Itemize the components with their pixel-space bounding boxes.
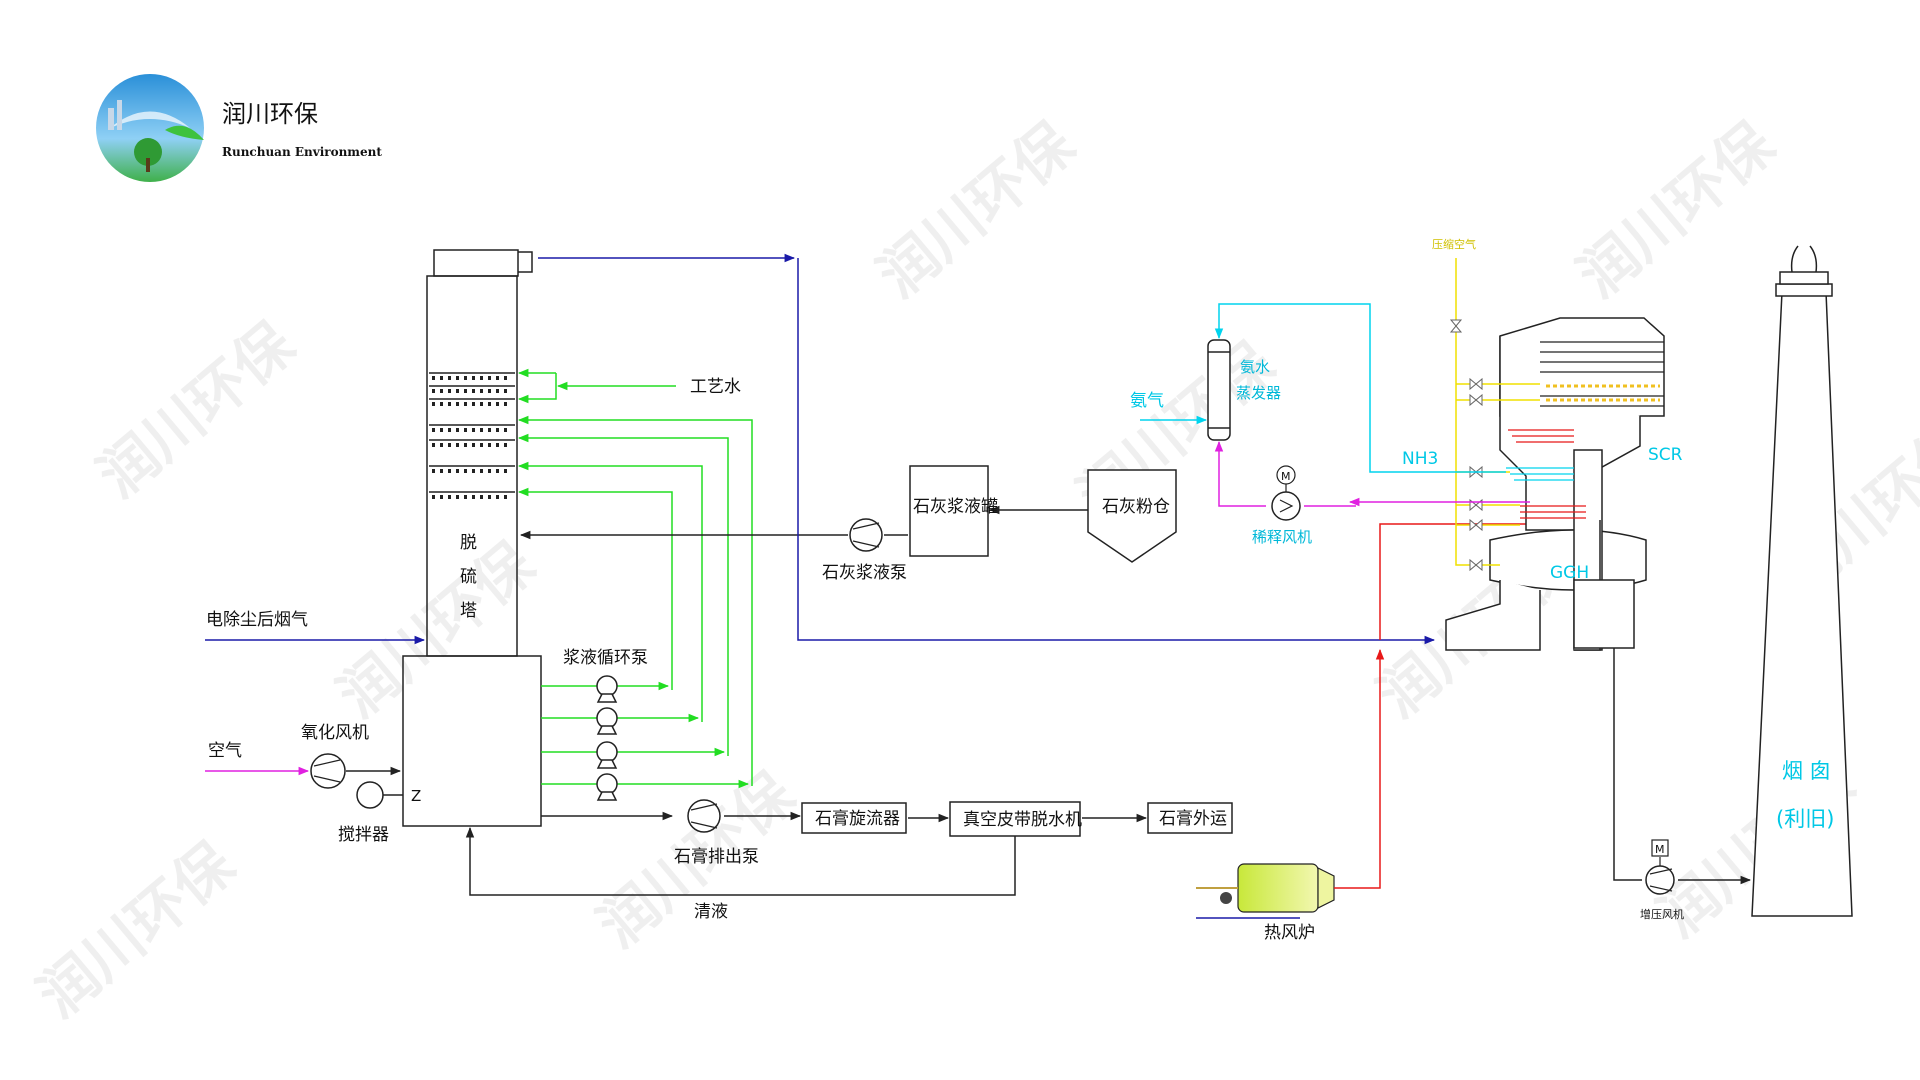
brand-logo: 润川环保 Runchuan Environment [96, 74, 382, 182]
chimney [1751, 245, 1853, 917]
svg-text:润川环保: 润川环保 [865, 109, 1087, 311]
oxidation-fan-label: 氧化风机 [301, 723, 369, 743]
ggh-label: GGH [1550, 563, 1589, 583]
clean-gas-line [538, 253, 1436, 645]
slurry-pump-1-icon [596, 675, 618, 697]
oxidation-fan-icon [310, 753, 346, 789]
hot-air-furnace [1196, 523, 1548, 919]
gypsum-out-box [1147, 802, 1233, 834]
booster-fan [1613, 648, 1752, 885]
logo-globe-icon [96, 74, 204, 182]
catalyst-bands [1546, 384, 1660, 402]
scr-label: SCR [1648, 445, 1683, 465]
scr-reactor [1445, 317, 1665, 651]
tower-label-3: 塔 [460, 601, 477, 621]
lime-slurry-pump-label: 石灰浆液泵 [822, 563, 907, 583]
chimney-label-1: 烟 囱 [1782, 759, 1831, 783]
gypsum-pump-icon [687, 799, 721, 833]
flue-gas-label: 电除尘后烟气 [206, 610, 308, 630]
slurry-pump-3-icon [596, 741, 618, 763]
desulfurization-tower [402, 249, 542, 827]
gypsum-cyclone-box [801, 802, 907, 834]
valves [1449, 319, 1483, 572]
booster-fan-motor: M [1655, 843, 1665, 856]
dilution-fan-label: 稀释风机 [1252, 528, 1312, 546]
valve-icon [1449, 319, 1463, 333]
slurry-pump-label: 浆液循环泵 [563, 648, 648, 668]
heating-grids [1506, 429, 1586, 519]
lime-silo-shape [1087, 469, 1177, 563]
gypsum-pump-label: 石膏排出泵 [674, 846, 759, 867]
tower-label-2: 硫 [460, 567, 477, 587]
process-water-label: 工艺水 [690, 377, 741, 397]
logo-tree-icon [134, 138, 162, 166]
lime-slurry-tank-label: 石灰浆液罐 [913, 497, 998, 517]
lime-slurry-pump-icon [849, 518, 883, 552]
air-label: 空气 [208, 741, 242, 761]
vacuum-belt-box [949, 801, 1081, 837]
dilution-fan-icon [1271, 491, 1301, 521]
clear-liquid-label: 清液 [694, 902, 728, 922]
ammonia-lines [1140, 303, 1530, 507]
nh3-label: NH3 [1402, 449, 1438, 469]
agitator-symbol: Z [411, 787, 421, 805]
ammonia-evap-label-1: 氨水 [1240, 358, 1270, 376]
svg-text:润川环保: 润川环保 [1565, 109, 1787, 311]
booster-fan-label: 增压风机 [1640, 907, 1684, 921]
vacuum-belt-label: 真空皮带脱水机 [963, 810, 1082, 830]
ammonia-gas-label: 氨气 [1130, 391, 1164, 411]
booster-fan-icon [1645, 865, 1675, 895]
svg-text:润川环保: 润川环保 [25, 829, 247, 1031]
slurry-pump-4-icon [596, 773, 618, 795]
chimney-label-2: (利旧) [1776, 807, 1834, 831]
brand-name-en: Runchuan Environment [222, 145, 382, 159]
tower-label-1: 脱 [460, 533, 477, 553]
hot-air-furnace-label: 热风炉 [1264, 923, 1315, 943]
slurry-pumps [596, 675, 618, 801]
agitator-label: 搅拌器 [338, 825, 389, 845]
lime-silo-label: 石灰粉仓 [1102, 497, 1170, 517]
process-water-lines [517, 368, 676, 404]
dilution-fan-motor: M [1281, 470, 1291, 483]
ammonia-evaporator [1207, 339, 1231, 441]
lime-slurry-tank-box [909, 465, 989, 557]
spray-layers [429, 372, 515, 499]
recirculation-lines [517, 415, 753, 789]
compressed-air-label: 压缩空气 [1432, 237, 1476, 251]
agitator-icon [356, 781, 384, 809]
lime-system [519, 505, 1088, 540]
svg-text:润川环保: 润川环保 [325, 529, 547, 731]
gypsum-cyclone-label: 石膏旋流器 [815, 808, 900, 829]
ammonia-evap-label-2: 蒸发器 [1236, 384, 1281, 402]
gypsum-out-label: 石膏外运 [1159, 808, 1227, 829]
gypsum-line [465, 811, 1148, 896]
brand-name-cn: 润川环保 [222, 100, 318, 128]
svg-text:润川环保: 润川环保 [85, 309, 307, 511]
slurry-pump-2-icon [596, 707, 618, 729]
